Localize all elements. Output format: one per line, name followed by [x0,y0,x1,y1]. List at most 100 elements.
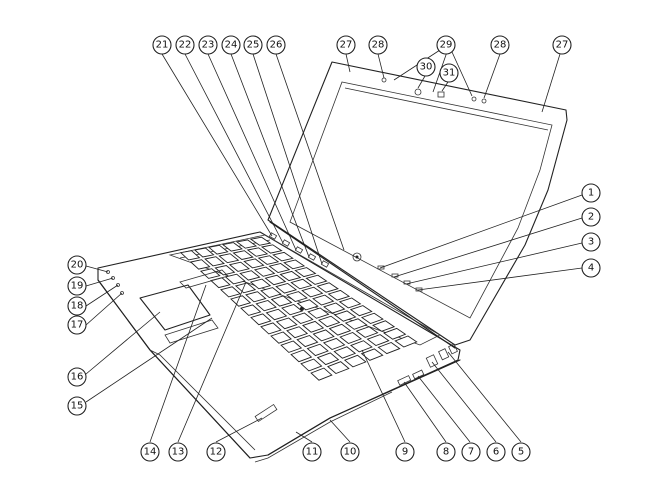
keyboard-key [214,265,236,276]
display-screen [289,81,553,319]
callout: 6 [486,442,506,462]
svg-text:9: 9 [402,447,408,458]
keyboard-key [224,273,246,285]
keyboard-key [344,318,368,330]
callouts-left: 20 19 18 17 16 15 [67,255,87,416]
keyboard-key [327,361,350,375]
keyboard-key [286,326,309,339]
svg-text:21: 21 [156,40,169,51]
keyboard-key [301,286,324,298]
svg-text:22: 22 [179,40,192,51]
callout: 27 [336,35,356,55]
callout: 21 [152,35,172,55]
keyboard-key [296,334,319,348]
callout: 27 [552,35,572,55]
svg-text:5: 5 [518,447,524,458]
keyboard-key [240,304,262,316]
svg-text:20: 20 [71,260,84,271]
keyboard-key [328,323,352,336]
callout: 28 [490,35,510,55]
keyboard-key [377,341,401,355]
svg-text:8: 8 [443,447,449,458]
keyboard-key [235,239,258,249]
keyboard [179,236,418,381]
keyboard-key [316,352,340,366]
keyboard-key [280,340,303,353]
display-lid [267,61,568,346]
svg-text:6: 6 [493,447,499,458]
callout: 14 [140,442,160,462]
keyboard-key [349,305,373,317]
svg-text:18: 18 [71,301,84,312]
keyboard-key [221,242,243,252]
touchpad-buttons [164,319,219,344]
svg-text:27: 27 [340,40,353,51]
keyboard-key [294,267,317,278]
callout: 23 [198,35,218,55]
keyboard-key [265,308,288,321]
callout: 22 [175,35,195,55]
keyboard-key [204,256,225,267]
keyboard-key [290,278,313,290]
keyboard-key [281,304,304,316]
keyboard-key [239,270,261,281]
keyboard-key [275,317,298,330]
keyboard-key [260,244,283,254]
laptop-illustration [97,61,568,463]
callouts-right: 1 2 3 4 [581,183,601,278]
keyboard-key [228,261,251,272]
fingerprint-reader [254,403,278,423]
keyboard-key [260,322,282,335]
keyboard-key [366,334,390,347]
keyboard-key [312,329,335,342]
keyboard-key [279,270,302,282]
svg-text:27: 27 [556,40,569,51]
svg-text:15: 15 [71,401,84,412]
svg-text:13: 13 [172,447,185,458]
keyboard-key [285,291,308,302]
keyboard-key [209,277,231,289]
keyboard-key [339,331,363,345]
callout: 29 [436,35,456,55]
keyboard-key [316,282,339,293]
svg-text:28: 28 [372,40,385,51]
keyboard-key [260,287,282,298]
svg-text:28: 28 [494,40,507,51]
callout: 20 [67,255,87,275]
keyboard-key [193,247,215,258]
keyboard-key [307,307,330,319]
keyboard-key [249,236,272,246]
keyboard-key [253,266,276,277]
keyboard-key [372,320,396,332]
callout: 4 [581,258,601,278]
keyboard-key [234,282,257,294]
keyboard-key [360,348,384,361]
callout: 5 [511,442,531,462]
callout: 24 [221,35,241,55]
keyboard-key [327,289,351,301]
keyboard-key [349,340,373,353]
svg-text:1: 1 [588,188,594,199]
callout: 13 [168,442,188,462]
keyboard-key [270,295,293,307]
callout: 31 [439,63,459,83]
callout: 8 [436,442,456,462]
keyboard-key [272,251,294,262]
svg-text:14: 14 [144,447,157,458]
keyboard-key [290,349,313,363]
ambient-sensor-icon [437,91,445,98]
svg-text:7: 7 [468,447,474,458]
keyboard-key [255,300,277,312]
keyboard-key [333,310,357,322]
keyboard-key [317,315,341,328]
svg-text:16: 16 [71,372,84,383]
svg-text:23: 23 [202,40,215,51]
callouts-top: 21 22 23 24 25 26 27 28 29 30 31 28 27 [152,35,572,83]
keyboard-key [322,337,346,351]
keyboard-key [283,259,306,270]
keyboard-key [246,247,269,257]
svg-text:24: 24 [225,40,238,51]
keyboard-key [305,274,328,285]
keyboard-key [268,263,291,273]
